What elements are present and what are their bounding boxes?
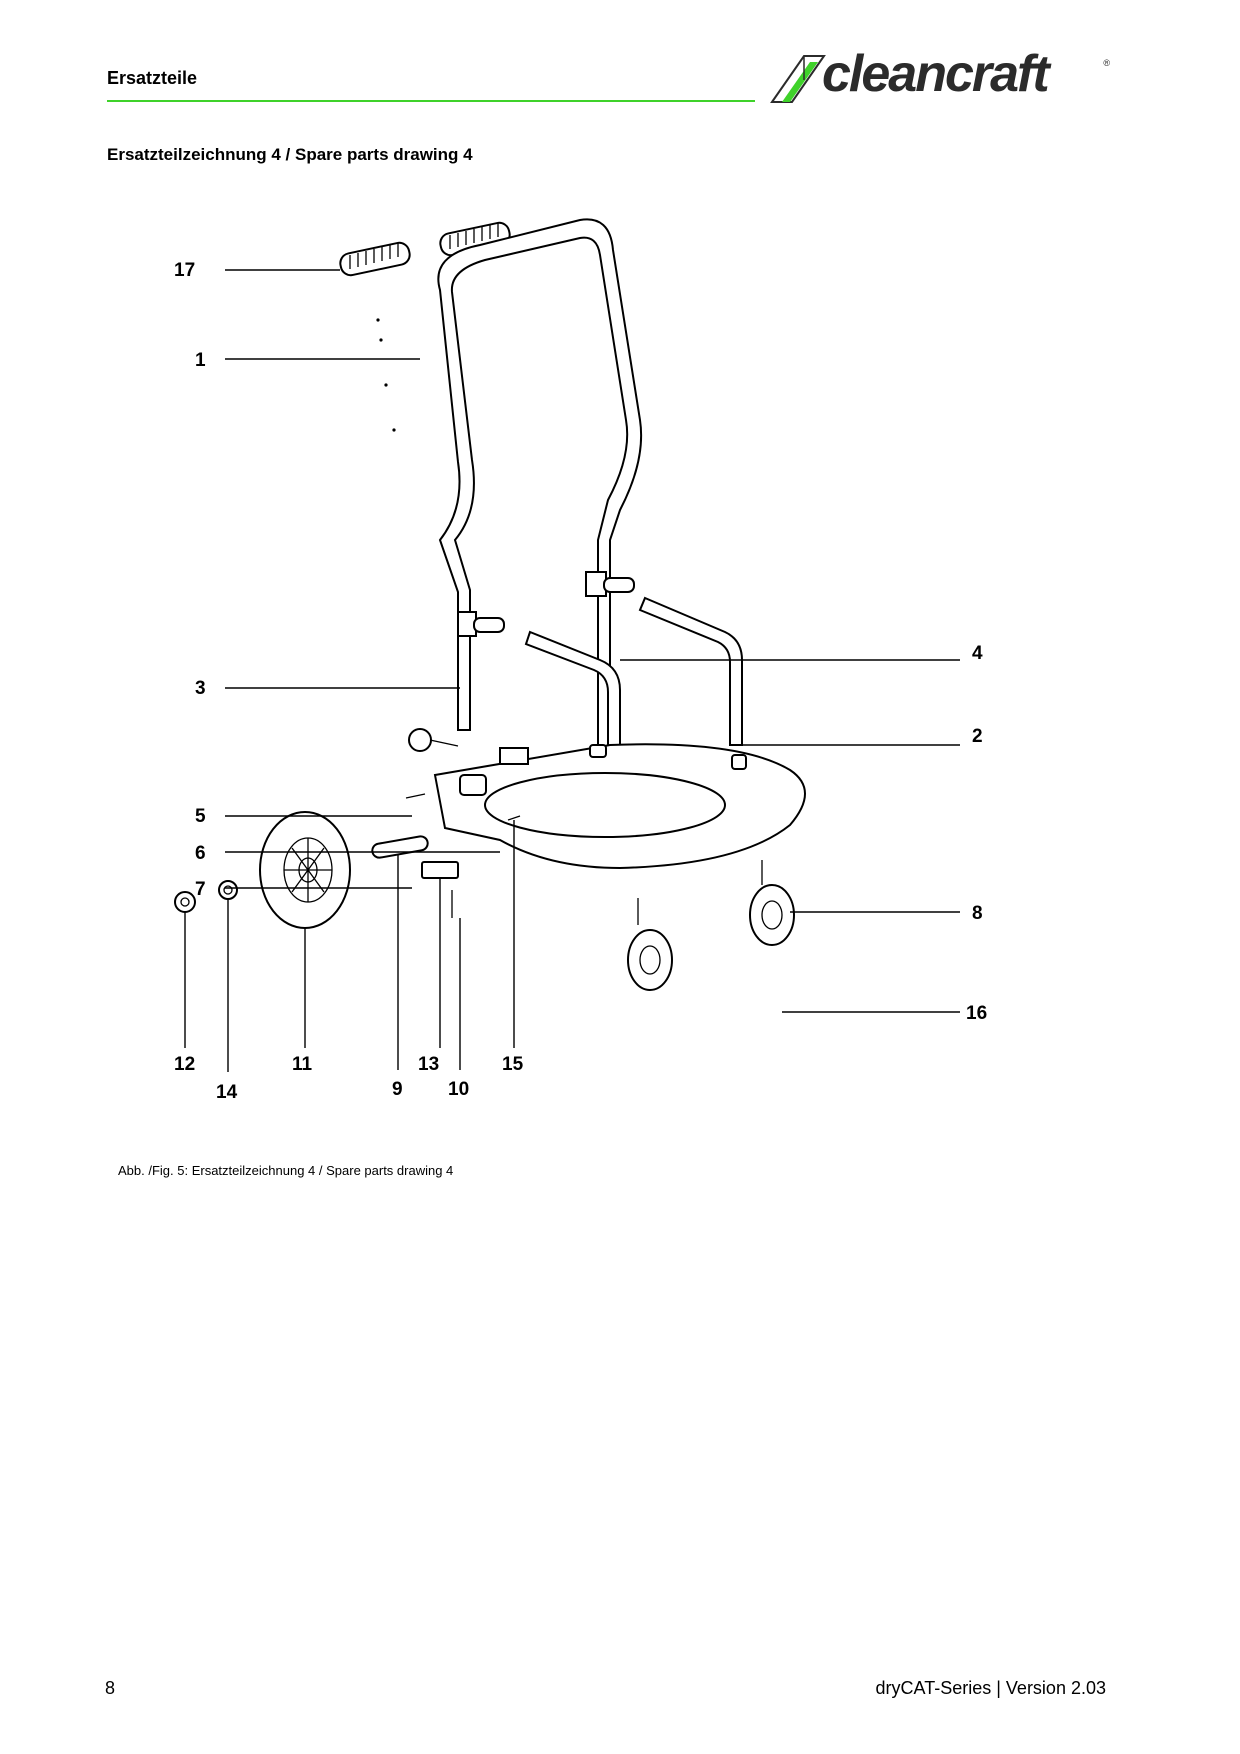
spare-parts-drawing: 17 1 3 4 2 5 6 7 8 16 12 11 13 15 14 9 1…: [174, 218, 987, 1103]
page-header-title: Ersatzteile: [107, 68, 198, 88]
pin: [405, 793, 426, 799]
base-frame: [433, 743, 806, 870]
washer: [174, 891, 196, 913]
part-label-9: 9: [392, 1079, 403, 1100]
star-washer: [218, 880, 238, 900]
leader-lines: [184, 269, 960, 1072]
registered-mark: ®: [1103, 58, 1110, 68]
part-label-3: 3: [195, 678, 206, 699]
part-label-7: 7: [195, 879, 206, 900]
clamp-plate: [499, 747, 529, 765]
axle: [371, 835, 429, 859]
part-label-1: 1: [195, 350, 206, 371]
logo-mark-icon: [770, 55, 826, 103]
part-label-8: 8: [972, 903, 983, 924]
part-label-11: 11: [292, 1054, 313, 1075]
document-version: dryCAT-Series | Version 2.03: [875, 1678, 1106, 1698]
rear-wheel: [259, 811, 351, 929]
side-bar-right: [638, 596, 743, 746]
grip-parts: [339, 221, 511, 277]
logo-wordmark: cleancraft: [822, 45, 1050, 103]
knob-screw: [408, 728, 459, 752]
t-connector-left-branch: [473, 617, 505, 633]
handle-frame: [376, 218, 643, 801]
section-title: Ersatzteilzeichnung 4 / Spare parts draw…: [107, 145, 473, 164]
part-label-16: 16: [966, 1003, 987, 1024]
header-divider: [107, 100, 755, 102]
axle-bracket: [421, 861, 459, 879]
page-number: 8: [105, 1678, 116, 1698]
front-caster: [627, 898, 673, 991]
part-label-14: 14: [216, 1082, 238, 1103]
part-label-4: 4: [972, 643, 983, 664]
part-label-12: 12: [174, 1054, 195, 1075]
part-label-2: 2: [972, 726, 983, 747]
pin-small: [507, 815, 521, 821]
figure-caption: Abb. /Fig. 5: Ersatzteilzeichnung 4 / Sp…: [118, 1163, 454, 1178]
side-caster: [749, 860, 795, 946]
part-label-6: 6: [195, 843, 206, 864]
t-connector-right-branch: [603, 577, 635, 593]
part-label-15: 15: [502, 1054, 524, 1075]
part-label-13: 13: [418, 1054, 439, 1075]
part-label-10: 10: [448, 1079, 469, 1100]
cleancraft-logo: cleancraft ®: [770, 45, 1110, 106]
part-label-5: 5: [195, 806, 206, 827]
part-label-17: 17: [174, 260, 195, 281]
